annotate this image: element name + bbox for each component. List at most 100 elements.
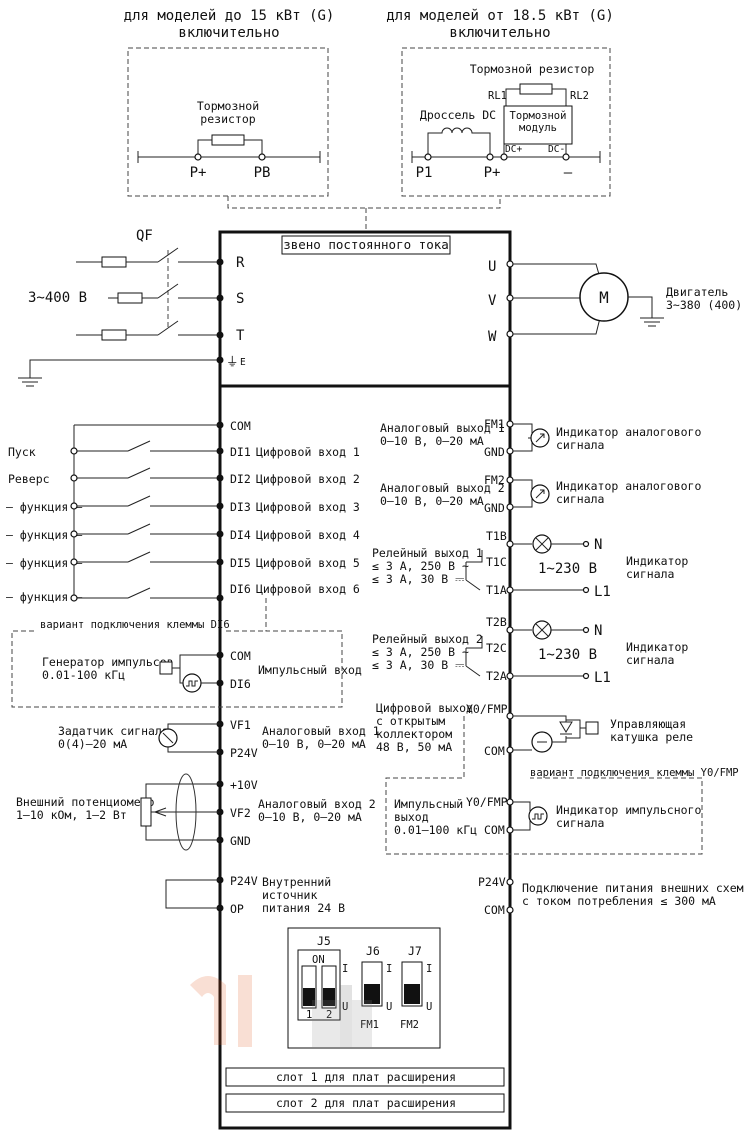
j5-knob-2 [323, 988, 335, 1006]
j5-u: U [342, 1001, 348, 1013]
digital-in-1: Цифровой вход 1 [256, 445, 360, 459]
terminal-p24v-1: P24V [230, 746, 258, 760]
j6-knob [364, 984, 380, 1004]
brake-module-label-2: модуль [519, 122, 557, 134]
digital-inputs: COM DI1 DI2 DI3 DI4 DI5 DI6 Цифровой вхо… [6, 419, 360, 604]
ind-analog-1-1: Индикатор аналогового [556, 425, 701, 439]
ac230-label-2: 1~230 В [538, 647, 597, 663]
terminal-p1: P1 [416, 165, 433, 181]
oc-label-4: 48 В, 50 мА [376, 740, 452, 754]
relay1-label-1: Релейный выход 1 [372, 546, 483, 560]
terminal-com-3: COM [484, 903, 505, 917]
di-terminal [216, 558, 224, 566]
pot-label-2: 1–10 кОм, 1–2 Вт [16, 808, 127, 822]
di-node [70, 530, 78, 538]
di-switch-contact [127, 440, 151, 452]
terminal-com-oc: COM [484, 744, 505, 758]
digital-in-3: Цифровой вход 3 [256, 500, 360, 514]
digital-in-4: Цифровой вход 4 [256, 528, 360, 542]
j7-label: J7 [408, 944, 422, 958]
ind-pulse-1: Индикатор импульсного [556, 803, 701, 817]
terminal-p-plus-right: P+ [484, 165, 501, 181]
ind-signal-2-2: сигнала [626, 653, 674, 667]
brake-resistor-left [211, 134, 245, 146]
ai1-label-2: 0–10 В, 0–20 мА [262, 737, 366, 751]
terminal-vf2: VF2 [230, 806, 251, 820]
di-node [70, 447, 78, 455]
terminal-u: U [488, 259, 496, 275]
digital-in-6: Цифровой вход 6 [256, 582, 360, 596]
ao1-label-1: Аналоговый выход 1 [380, 421, 505, 435]
pulse-out-2: выход [394, 810, 429, 824]
j6-label: J6 [366, 944, 380, 958]
ind-pulse-2: сигнала [556, 816, 604, 830]
terminal-com-2: COM [484, 823, 505, 837]
brake-module-label-1: Тормозной [510, 110, 567, 122]
brake-resistor-left-label-1: Тормозной [197, 99, 259, 113]
label-func-6: – функция – [6, 590, 82, 604]
terminal-e: E [240, 357, 246, 368]
label-start: Пуск [8, 445, 36, 459]
ai2-label-1: Аналоговый вход 2 [258, 797, 376, 811]
motor-label-2: 3~380 (400) В [666, 298, 748, 312]
relay2-label-3: ≤ 3 А, 30 В ⎓ [372, 658, 465, 672]
rl1-label: RL1 [488, 90, 507, 102]
terminal-fm1: FM1 [484, 417, 505, 431]
ind-analog-2-2: сигнала [556, 492, 604, 506]
pulse-out-1: Импульсный [394, 797, 463, 811]
j7-knob [404, 984, 420, 1004]
relay2-label-2: ≤ 3 А, 250 В ~ [372, 645, 469, 659]
terminal-di1: DI1 [230, 445, 251, 459]
terminal-di6: DI6 [230, 582, 251, 596]
terminal-gnd-in: GND [230, 834, 251, 848]
terminal-pb-left: PB [254, 165, 271, 181]
j5-knob-1 [303, 988, 315, 1006]
variant-y0-label: вариант подключения клеммы Y0/FMP [530, 767, 739, 779]
int-source-1: Внутренний [262, 875, 331, 889]
setter-label-1: Задатчик сигнала [58, 724, 169, 738]
terminal-gnd-ao1: GND [484, 445, 505, 459]
relay1-label-3: ≤ 3 А, 30 В ⎓ [372, 572, 465, 586]
digital-input-switches [70, 440, 224, 602]
l1-label-1: L1 [594, 584, 611, 600]
terminal-p-plus-left: P+ [190, 165, 207, 181]
fuse-s-icon [117, 292, 143, 304]
ac230-label-1: 1~230 В [538, 561, 597, 577]
motor-label-1: Двигатель [666, 285, 728, 299]
j6-i: I [386, 963, 392, 975]
terminal-t: T [236, 328, 245, 344]
di-terminal [216, 502, 224, 510]
motor-symbol: M [599, 288, 609, 307]
terminal-t2b: T2B [486, 615, 507, 629]
digital-in-5: Цифровой вход 5 [256, 556, 360, 570]
j5-one: 1 [306, 1009, 312, 1021]
supply-label: 3~400 В [28, 290, 87, 306]
ind-analog-2-1: Индикатор аналогового [556, 479, 701, 493]
brake-resistor-left-label-2: резистор [200, 112, 255, 126]
ao1-label-2: 0–10 В, 0–20 мА [380, 434, 484, 448]
pot-label-1: Внешний потенциометр [16, 795, 155, 809]
relay2-label-1: Релейный выход 2 [372, 632, 483, 646]
qf-label: QF [136, 228, 153, 244]
ind-signal-1-1: Индикатор [626, 554, 688, 568]
l1-label-2: L1 [594, 670, 611, 686]
dc-minus-label: DC- [548, 144, 565, 155]
relay1-label-2: ≤ 3 А, 250 В ~ [372, 559, 469, 573]
pulse-gen-box-icon [159, 661, 173, 675]
pulse-input-label: Импульсный вход [258, 663, 362, 677]
terminal-vf1: VF1 [230, 718, 251, 732]
terminal-di3: DI3 [230, 500, 251, 514]
ao2-label-2: 0–10 В, 0–20 мА [380, 494, 484, 508]
terminal-w: W [488, 329, 497, 345]
slot-2-box [225, 1093, 505, 1113]
terminal-op: OP [230, 902, 244, 916]
left-title-1: для моделей до 15 кВт (G) [124, 8, 335, 24]
oc-label-3: коллектором [376, 727, 452, 741]
di-switch-contact [127, 495, 151, 507]
terminal-gnd-ao2: GND [484, 501, 505, 515]
di-switch-contact [127, 551, 151, 563]
terminal-v: V [488, 293, 497, 309]
j7-i: I [426, 963, 432, 975]
terminal-plus10v: +10V [230, 778, 258, 792]
label-func-4: – функция – [6, 528, 82, 542]
